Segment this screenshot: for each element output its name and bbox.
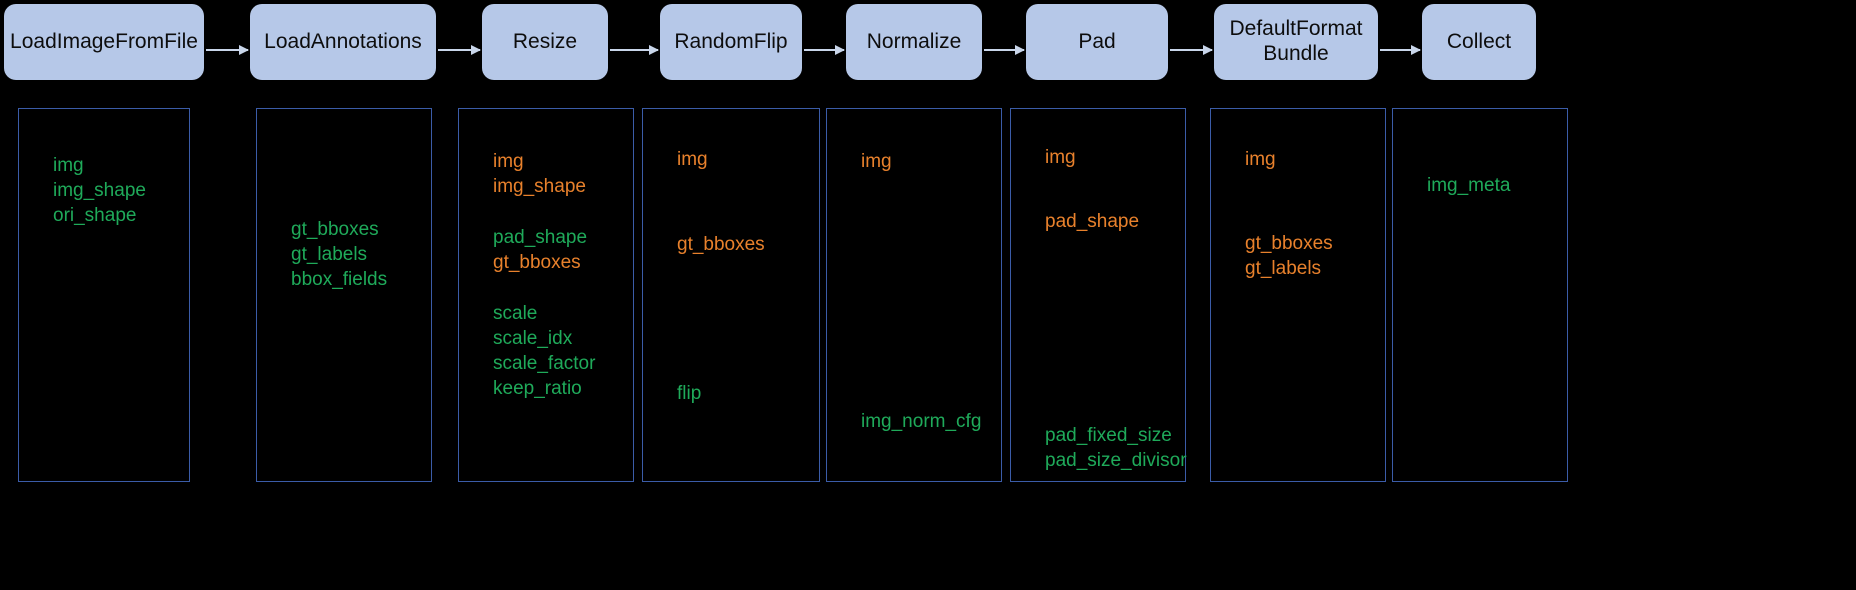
key-bbox-fields: bbox_fields bbox=[291, 269, 388, 290]
pipeline-arrow-4 bbox=[804, 45, 845, 55]
stage-box-load-annotations[interactable]: LoadAnnotations bbox=[250, 4, 436, 80]
panel-collect: img_meta bbox=[1392, 108, 1568, 482]
key-gt-labels: gt_labels bbox=[291, 244, 368, 265]
key-gt-labels: gt_labels bbox=[1245, 258, 1322, 279]
key-img: img bbox=[1245, 149, 1276, 170]
key-pad-shape: pad_shape bbox=[1045, 211, 1140, 232]
key-gt-bboxes: gt_bboxes bbox=[1245, 233, 1333, 254]
key-gt-bboxes: gt_bboxes bbox=[677, 234, 765, 255]
key-group: flip bbox=[677, 381, 701, 406]
pipeline-arrow-7 bbox=[1380, 45, 1421, 55]
stage-box-load-image-from-file[interactable]: LoadImageFromFile bbox=[4, 4, 204, 80]
key-img-norm-cfg: img_norm_cfg bbox=[861, 411, 982, 432]
key-pad-shape: pad_shape bbox=[493, 227, 588, 248]
key-list: img img_norm_cfg bbox=[827, 109, 1001, 481]
key-list: gt_bboxes gt_labels bbox_fields bbox=[257, 109, 431, 481]
pipeline-stage-row: LoadImageFromFile LoadAnnotations Resize Ra… bbox=[0, 0, 1856, 100]
key-gt-bboxes: gt_bboxes bbox=[291, 219, 379, 240]
key-flip: flip bbox=[677, 383, 702, 404]
key-list: img img_shape ori_shape bbox=[19, 109, 189, 481]
key-img-meta: img_meta bbox=[1427, 175, 1511, 196]
key-group: gt_bboxes gt_labels bbox_fields bbox=[291, 217, 387, 292]
key-img: img bbox=[861, 151, 892, 172]
stage-box-collect[interactable]: Collect bbox=[1422, 4, 1536, 80]
key-list: img pad_shape pad_fixed_size pad_size_divis… bbox=[1011, 109, 1187, 481]
key-img: img bbox=[53, 155, 84, 176]
key-group: pad_shape gt_bboxes bbox=[493, 225, 587, 275]
key-list: img_meta bbox=[1393, 109, 1567, 481]
key-img: img bbox=[1045, 147, 1076, 168]
panel-normalize: img img_norm_cfg bbox=[826, 108, 1002, 482]
key-img-shape: img_shape bbox=[53, 180, 146, 201]
panel-pad: img pad_shape pad_fixed_size pad_size_divis… bbox=[1010, 108, 1187, 482]
key-img: img bbox=[677, 149, 708, 170]
key-group: scale scale_idx scale_factor keep_ratio bbox=[493, 301, 595, 401]
key-group: img bbox=[1045, 145, 1076, 170]
stage-box-normalize[interactable]: Normalize bbox=[846, 4, 982, 80]
key-group: img bbox=[677, 147, 708, 172]
panel-load-annotations: gt_bboxes gt_labels bbox_fields bbox=[256, 108, 432, 482]
pipeline-arrow-1 bbox=[206, 45, 249, 55]
key-group: img img_shape bbox=[493, 149, 586, 199]
key-group: img_norm_cfg bbox=[861, 409, 981, 434]
key-gt-bboxes: gt_bboxes bbox=[493, 252, 581, 273]
key-scale-idx: scale_idx bbox=[493, 328, 573, 349]
pipeline-arrow-3 bbox=[610, 45, 659, 55]
key-group: img_meta bbox=[1427, 173, 1510, 198]
pipeline-arrow-5 bbox=[984, 45, 1025, 55]
key-ori-shape: ori_shape bbox=[53, 205, 137, 226]
stage-box-pad[interactable]: Pad bbox=[1026, 4, 1168, 80]
stage-box-default-format-bundle[interactable]: DefaultFormat Bundle bbox=[1214, 4, 1378, 80]
key-group: img bbox=[861, 149, 892, 174]
pipeline-arrow-6 bbox=[1170, 45, 1213, 55]
key-keep-ratio: keep_ratio bbox=[493, 378, 582, 399]
key-group: img bbox=[1245, 147, 1276, 172]
stage-box-random-flip[interactable]: RandomFlip bbox=[660, 4, 802, 80]
key-pad-size-divisor: pad_size_divisor bbox=[1045, 450, 1187, 471]
key-scale-factor: scale_factor bbox=[493, 353, 596, 374]
key-group: gt_bboxes gt_labels bbox=[1245, 231, 1333, 281]
pipeline-arrow-2 bbox=[438, 45, 481, 55]
panel-default-format-bundle: img gt_bboxes gt_labels bbox=[1210, 108, 1386, 482]
key-group: img img_shape ori_shape bbox=[53, 153, 146, 228]
key-group: pad_shape bbox=[1045, 209, 1139, 234]
stage-box-resize[interactable]: Resize bbox=[482, 4, 608, 80]
key-group: pad_fixed_size pad_size_divisor bbox=[1045, 423, 1187, 473]
key-img: img bbox=[493, 151, 524, 172]
key-pad-fixed-size: pad_fixed_size bbox=[1045, 425, 1172, 446]
key-list: img gt_bboxes gt_labels bbox=[1211, 109, 1385, 481]
key-group: gt_bboxes bbox=[677, 232, 765, 257]
panel-load-image-from-file: img img_shape ori_shape bbox=[18, 108, 190, 482]
key-scale: scale bbox=[493, 303, 538, 324]
key-img-shape: img_shape bbox=[493, 176, 586, 197]
